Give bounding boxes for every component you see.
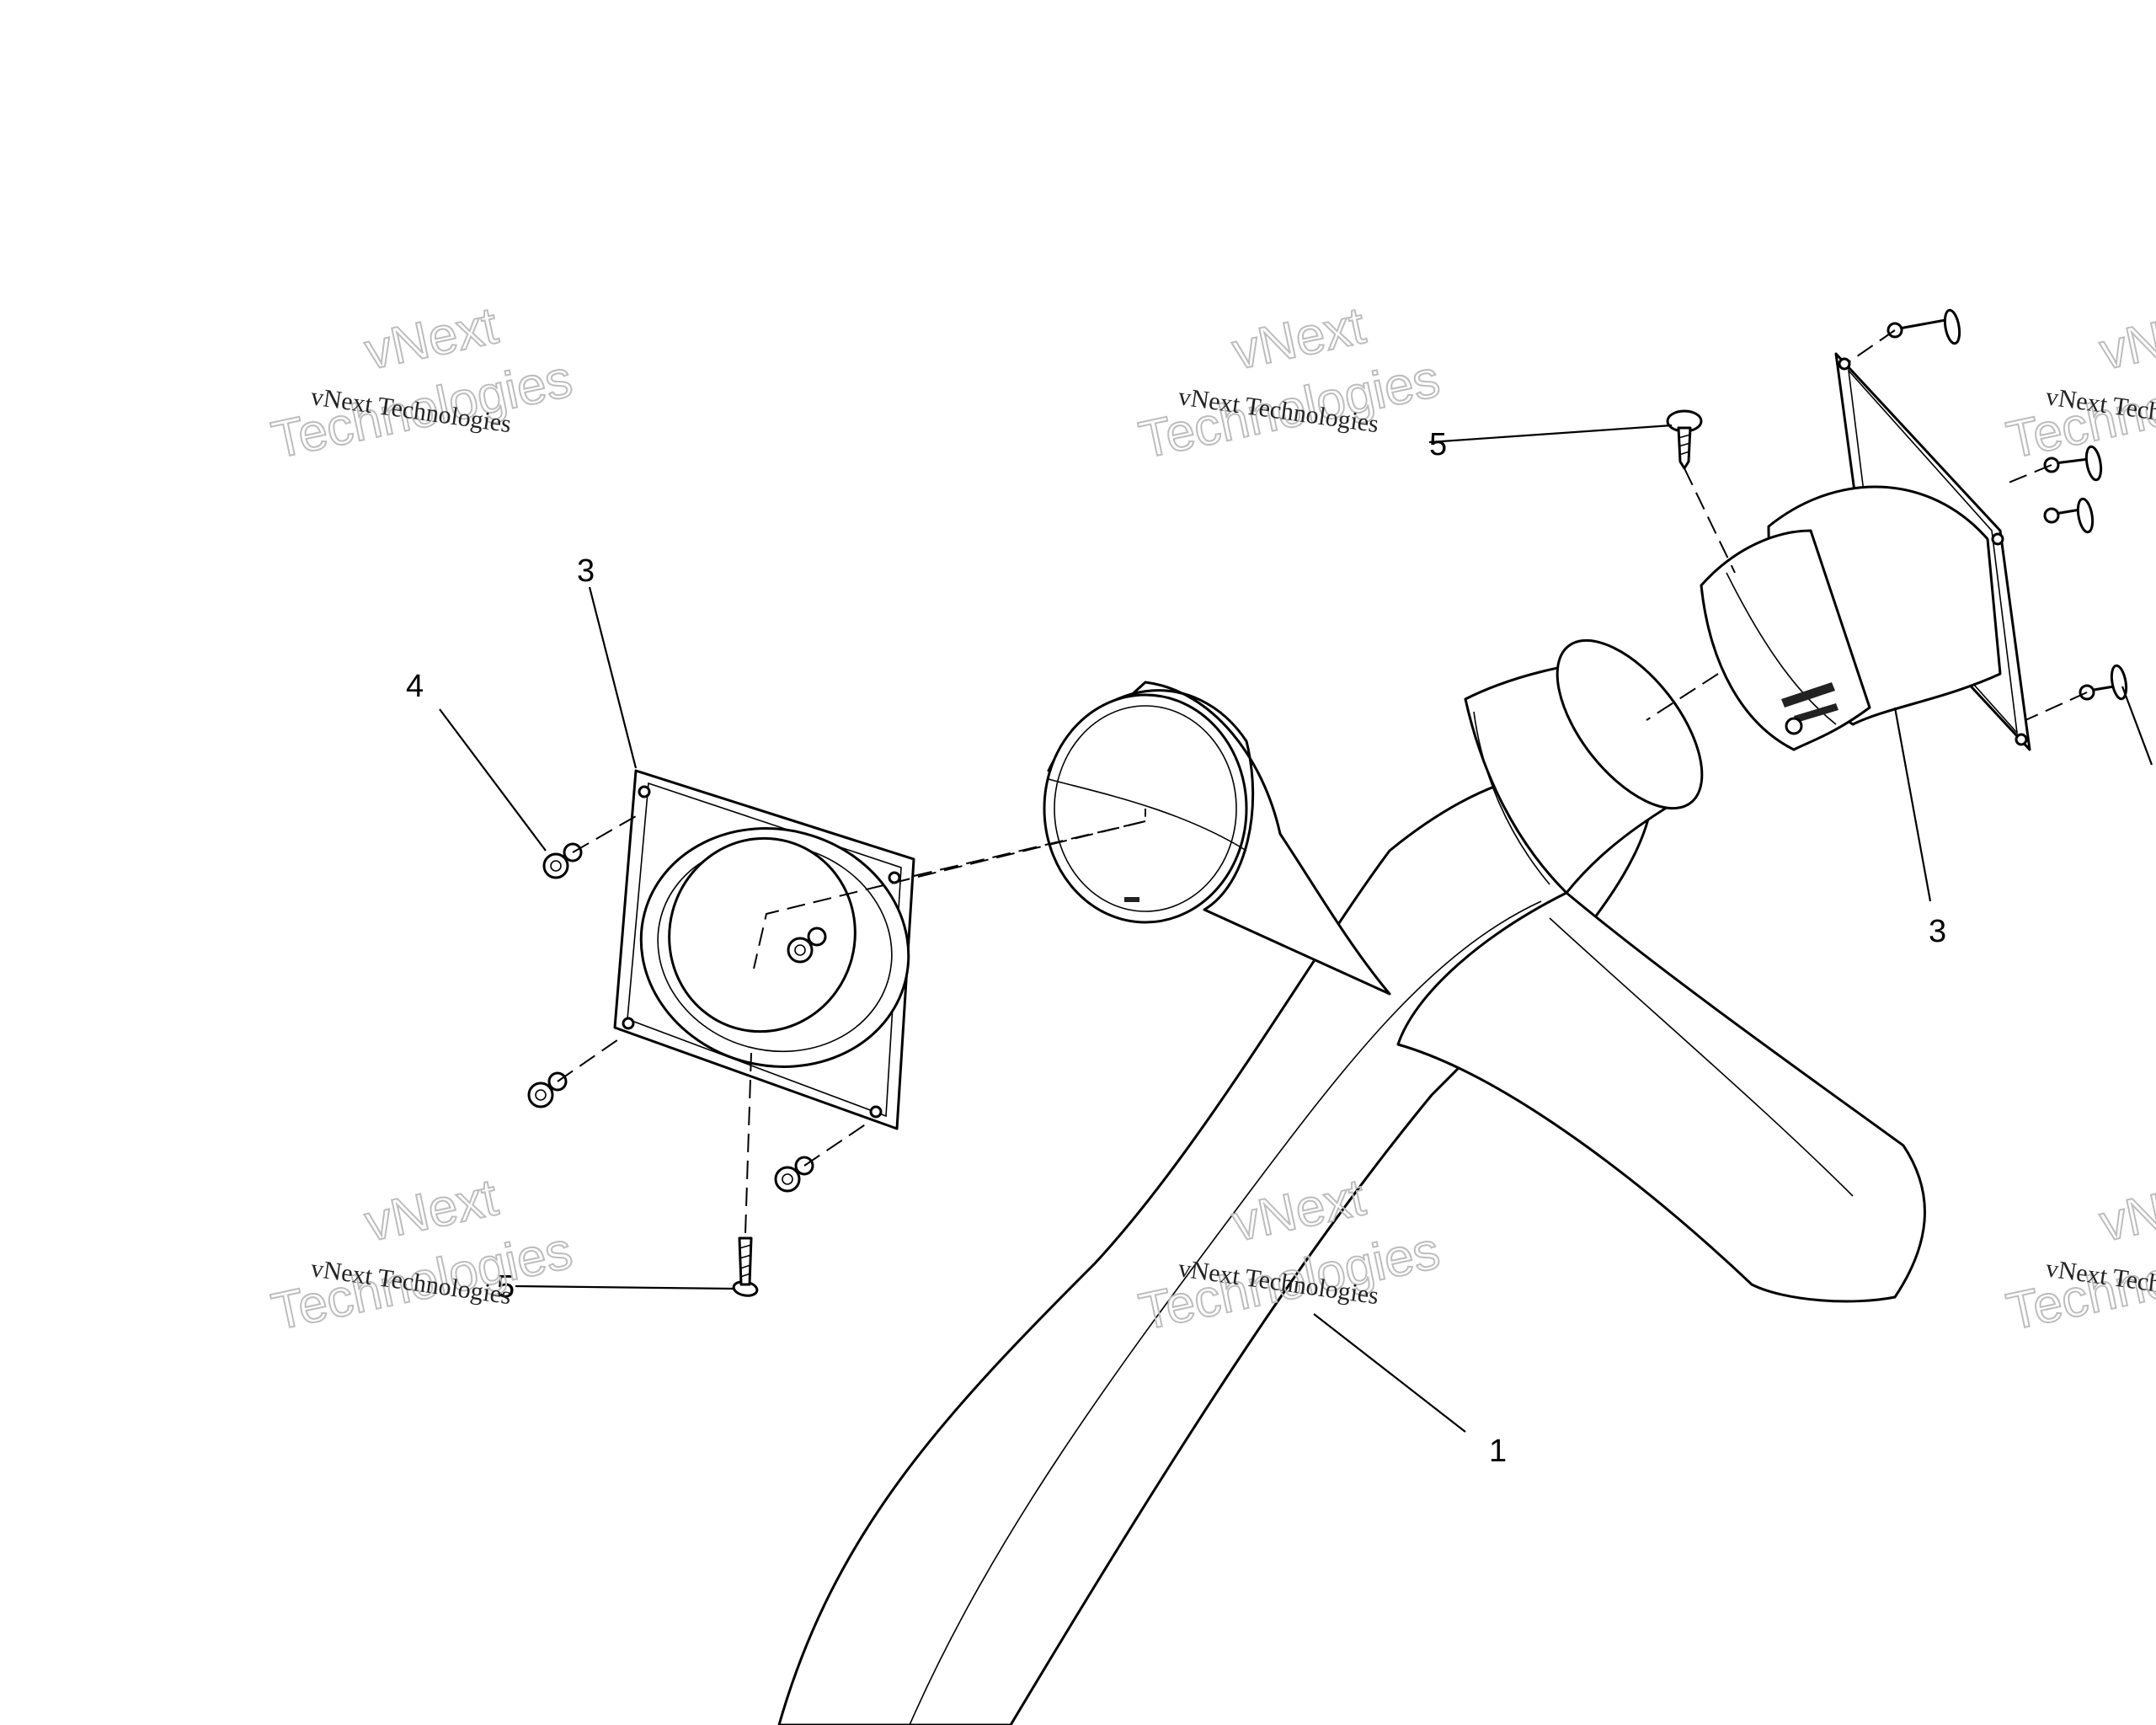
screw-bottom	[732, 1236, 759, 1297]
assembly-lines	[557, 329, 2088, 1235]
watermark: vNext Technologies	[2001, 1167, 2156, 1343]
callouts: 3 4 5 3 5 1	[406, 427, 1946, 1469]
screw-top	[1666, 409, 1703, 470]
watermark: vNext Technologies	[266, 1167, 578, 1343]
right-flange	[1700, 352, 2031, 751]
callout-5-top: 5	[1429, 427, 1447, 462]
callout-5-bottom: 5	[497, 1269, 515, 1305]
rivet	[2079, 664, 2128, 701]
watermark: vNext Technologies	[2001, 296, 2156, 471]
rivet	[542, 842, 583, 879]
callout-1: 1	[1489, 1434, 1507, 1469]
callout-3-right: 3	[1929, 914, 1946, 949]
watermark: vNext Technologies	[266, 296, 578, 471]
rivets-left	[527, 842, 827, 1193]
left-flange	[613, 769, 915, 1130]
svg-text:vNext: vNext	[2095, 1168, 2156, 1252]
rivet	[1886, 308, 1961, 345]
rivet	[527, 1071, 568, 1108]
rivet	[2043, 497, 2095, 534]
watermark: vNext Technologies	[1134, 296, 1445, 471]
rivet	[2043, 445, 2103, 482]
leader-lines	[439, 424, 2153, 1433]
rivets-right	[1886, 308, 2128, 701]
svg-text:vNext: vNext	[2095, 296, 2156, 381]
callout-3-left: 3	[577, 553, 595, 589]
rivet	[787, 927, 827, 964]
callout-4: 4	[406, 669, 424, 704]
duct-pipe	[777, 638, 1926, 1725]
rivet	[774, 1156, 814, 1193]
